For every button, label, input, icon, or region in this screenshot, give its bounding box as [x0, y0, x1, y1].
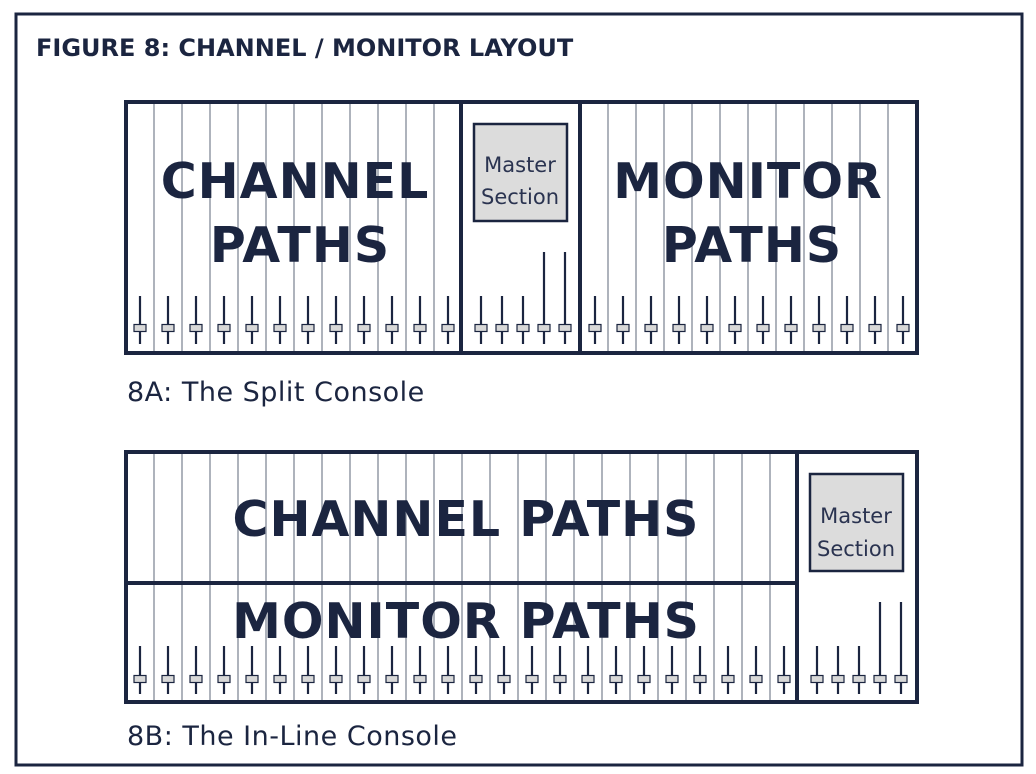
fader-knob [441, 323, 455, 333]
fader-knob [385, 323, 399, 333]
fader-knob [873, 674, 887, 684]
fader-knob [894, 674, 908, 684]
inline-console: Master Section CHANNEL PATHS MONITOR PAT… [124, 450, 919, 704]
split-channel-label-line1: CHANNEL [161, 153, 430, 210]
fader-knob [441, 674, 455, 684]
inline-console-caption: 8B: The In-Line Console [127, 721, 458, 752]
split-master-box [472, 122, 569, 223]
fader-knob [553, 674, 567, 684]
fader-knob [497, 674, 511, 684]
fader-knob [637, 674, 651, 684]
split-channel-label-line2: PATHS [210, 217, 390, 274]
fader-knob [588, 323, 602, 333]
fader-knob [245, 674, 259, 684]
fader-knob [329, 323, 343, 333]
split-monitor-label-line2: PATHS [662, 217, 842, 274]
split-master-label-line2: Section [481, 185, 559, 209]
fader-knob [189, 674, 203, 684]
fader-knob [693, 674, 707, 684]
inline-master-label-line2: Section [817, 537, 895, 561]
inline-master-box [808, 472, 905, 573]
inline-console-faders [133, 602, 908, 694]
fader-knob [217, 674, 231, 684]
fader-knob [852, 674, 866, 684]
split-console-faders [133, 252, 910, 344]
fader-knob [896, 323, 910, 333]
figure-title: FIGURE 8: CHANNEL / MONITOR LAYOUT [36, 34, 574, 62]
fader-knob [413, 323, 427, 333]
fader-knob [749, 674, 763, 684]
fader-knob [357, 674, 371, 684]
fader-knob [133, 674, 147, 684]
fader-knob [784, 323, 798, 333]
fader-knob [469, 674, 483, 684]
split-console-frame [124, 100, 919, 355]
fader-knob [558, 323, 572, 333]
fader-knob [756, 323, 770, 333]
inline-channel-label: CHANNEL PATHS [233, 491, 700, 548]
fader-knob [581, 674, 595, 684]
fader-knob [537, 323, 551, 333]
fader-knob [777, 674, 791, 684]
fader-knob [273, 323, 287, 333]
inline-monitor-label: MONITOR PATHS [232, 593, 700, 650]
fader-knob [189, 323, 203, 333]
fader-knob [644, 323, 658, 333]
fader-knob [385, 674, 399, 684]
fader-knob [217, 323, 231, 333]
fader-knob [810, 674, 824, 684]
fader-knob [831, 674, 845, 684]
fader-knob [301, 674, 315, 684]
fader-knob [665, 674, 679, 684]
split-console: Master Section CHANNEL PATHS MONITOR PAT… [124, 100, 919, 355]
fader-knob [840, 323, 854, 333]
fader-knob [516, 323, 530, 333]
fader-knob [161, 323, 175, 333]
fader-knob [357, 323, 371, 333]
fader-knob [273, 674, 287, 684]
fader-knob [672, 323, 686, 333]
fader-knob [161, 674, 175, 684]
fader-knob [413, 674, 427, 684]
fader-knob [728, 323, 742, 333]
split-console-caption: 8A: The Split Console [127, 377, 425, 408]
fader-knob [868, 323, 882, 333]
inline-console-frame [124, 450, 919, 704]
inline-console-strips [153, 454, 771, 700]
fader-knob [525, 674, 539, 684]
fader-knob [329, 674, 343, 684]
inline-master-label-line1: Master [820, 504, 892, 528]
fader-knob [812, 323, 826, 333]
fader-knob [700, 323, 714, 333]
figure-frame [14, 12, 1024, 767]
split-master-label-line1: Master [484, 153, 556, 177]
fader-knob [495, 323, 509, 333]
fader-knob [616, 323, 630, 333]
fader-knob [474, 323, 488, 333]
fader-knob [609, 674, 623, 684]
fader-knob [721, 674, 735, 684]
fader-knob [245, 323, 259, 333]
fader-knob [301, 323, 315, 333]
split-console-strips [153, 104, 889, 351]
split-monitor-label-line1: MONITOR [613, 153, 882, 210]
fader-knob [133, 323, 147, 333]
